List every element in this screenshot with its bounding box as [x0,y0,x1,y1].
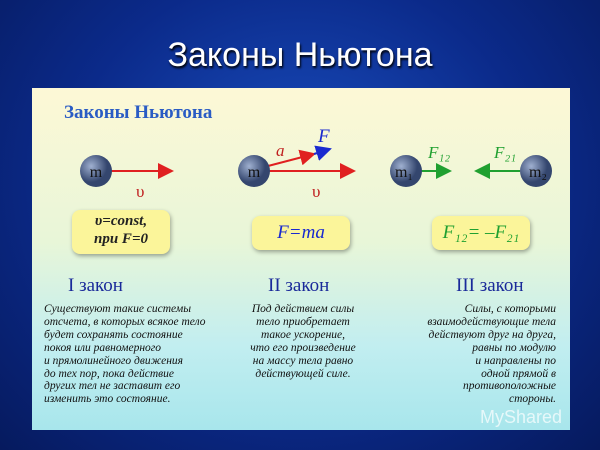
acceleration-arrow [267,149,316,167]
mass-label-2: m [248,164,261,181]
law2-text: Под действием силы тело приобретает тако… [250,303,356,380]
force12-label: F₁₂ [427,143,450,162]
acceleration-label: a [276,141,285,160]
force-arrow [313,145,332,161]
mass-ball-2 [238,155,270,187]
velocity-label-2: υ [312,182,320,201]
panel-title: Законы Ньютона [64,102,213,123]
law2-formula: F=ma [252,216,350,250]
force-label: F [317,128,330,147]
content-image: Законы Ньютона m υ m a F υ m₁ m₂ F₁₂ F₂₁… [32,88,570,430]
law3-heading: III закон [456,275,524,296]
mass2-ball [520,155,552,187]
law1-text: Существуют такие системы отсчета, в кото… [44,303,206,406]
velocity-label: υ [136,182,144,201]
law3-formula: F₁₂= –F₂₁ [432,216,530,250]
law2-heading: II закон [268,275,330,296]
law1-formula: υ=const, при F=0 [72,210,170,254]
law1-formula-line1: υ=const, [94,213,148,229]
slide-title: Законы Ньютона [167,36,433,74]
law1-heading: I закон [68,275,123,296]
watermark: MyShared [479,407,562,427]
mass2-label: m₂ [529,164,547,181]
mass-label: m [90,164,103,181]
mass1-ball [390,155,422,187]
force21-label: F₂₁ [493,143,516,162]
mass1-label: m₁ [395,164,413,181]
law3-text: Силы, с которыми взаимодействующие тела … [427,303,556,406]
newton-diagram: m υ m a F υ m₁ m₂ F₁₂ F₂₁ [80,128,552,201]
law1-formula-line2: при F=0 [94,231,148,247]
mass-ball [80,155,112,187]
